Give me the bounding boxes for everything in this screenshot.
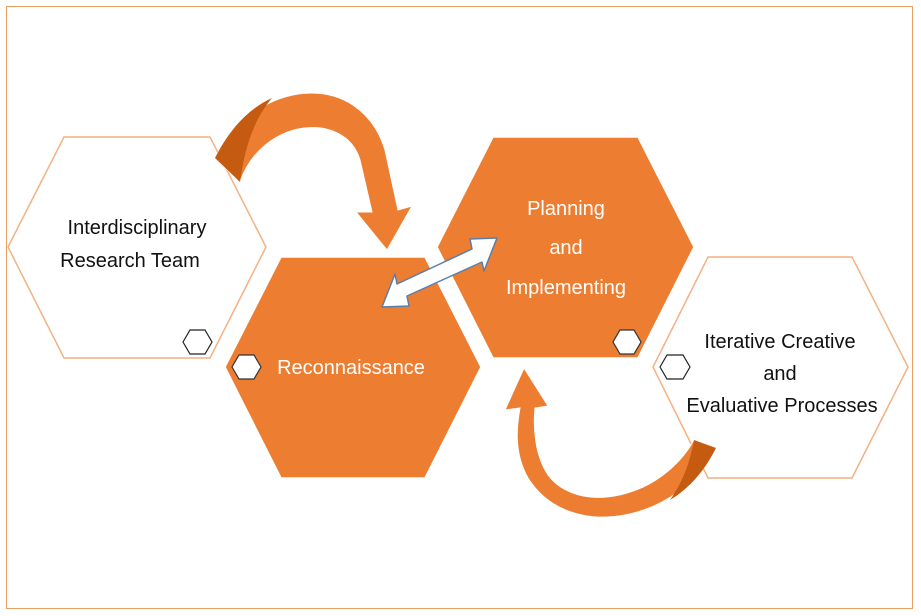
curved-arrow-team-to-reconnaissance [214,92,414,251]
hexagon-iterative-processes [652,256,909,479]
curved-arrow-iterative-to-planning [504,366,717,518]
label-planning-line1: Planning [527,198,605,220]
diagram-frame [6,6,913,609]
hexagon-research-team [7,136,267,359]
label-reconnaissance: Reconnaissance [277,357,425,379]
label-research-team-line2: Research Team [60,250,200,272]
small-hexagon-icon [612,329,642,355]
label-planning-line3: Implementing [506,277,626,299]
label-iterative-line3: Evaluative Processes [686,395,877,417]
hexagon-planning-implementing [436,136,695,359]
label-planning-line2: and [549,237,582,259]
small-hexagon-icon [659,354,691,380]
small-hexagon-icon [182,329,213,355]
small-hexagon-icon [231,354,262,380]
label-iterative-line2: and [763,363,796,385]
label-iterative-line1: Iterative Creative [704,331,855,353]
label-research-team-line1: Interdisciplinary [68,217,207,239]
double-arrow-reconnaissance-planning [381,237,498,308]
hexagon-reconnaissance [224,256,482,479]
